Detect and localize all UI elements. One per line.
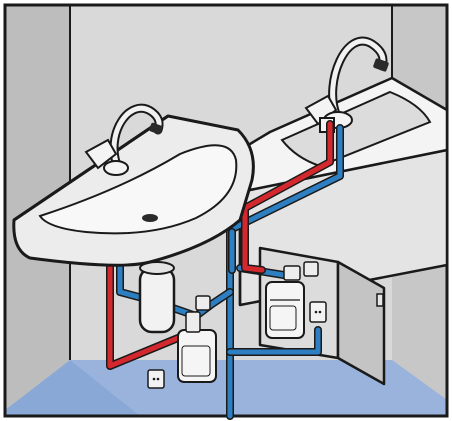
water-heater-body (265, 281, 305, 339)
tap-handle-right (304, 94, 338, 126)
cabinet-handle (376, 293, 384, 307)
basin-tap (84, 103, 164, 176)
bathtub-basin (280, 90, 432, 168)
basin-drain (142, 214, 158, 222)
pipework (106, 120, 344, 420)
cabinet-door (336, 260, 386, 386)
wall-socket-icon (147, 369, 165, 389)
bath-tap (304, 36, 389, 133)
cabinet-valves (195, 261, 319, 311)
washbasin-bowl (38, 144, 238, 235)
tap-aerator-icon (149, 122, 163, 135)
water-heater-right (265, 281, 327, 339)
shower-head-icon (373, 58, 389, 72)
heater-fitting-left (185, 311, 201, 333)
tap-handle-left (84, 138, 118, 170)
water-heater-left (147, 311, 217, 389)
basin-siphon (138, 261, 176, 334)
washbasin (12, 114, 255, 267)
socket-icon (309, 301, 327, 323)
